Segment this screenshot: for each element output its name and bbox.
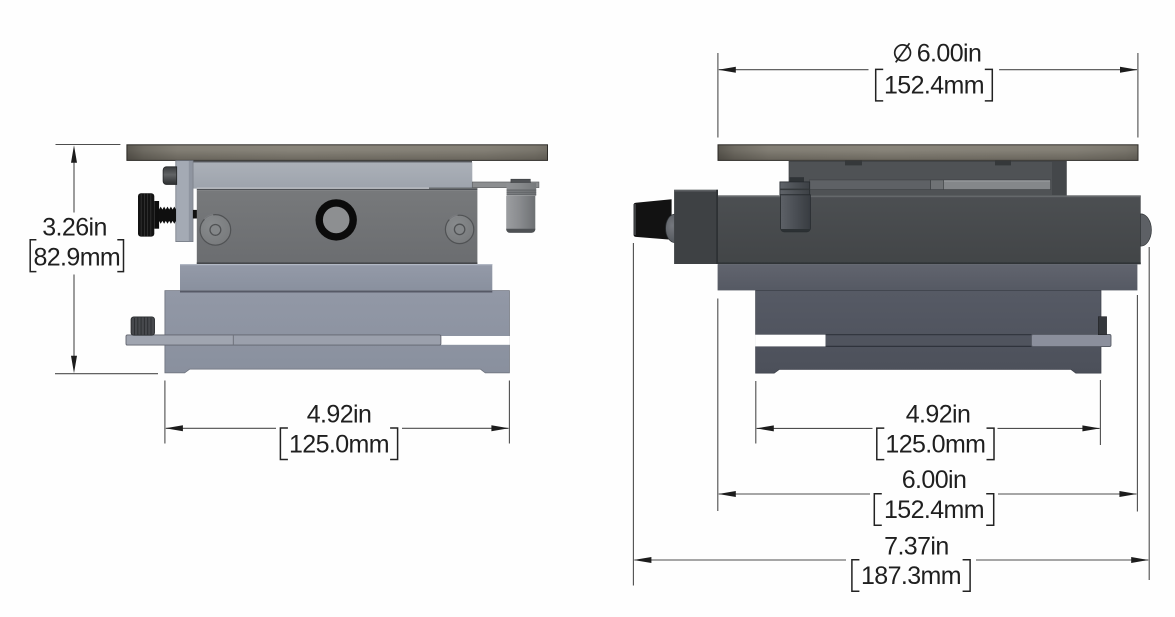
svg-text:3.26in: 3.26in [42, 214, 107, 242]
svg-text:6.00in: 6.00in [917, 40, 982, 68]
svg-text:152.4mm: 152.4mm [884, 71, 984, 99]
svg-text:187.3mm: 187.3mm [861, 562, 961, 590]
svg-text:82.9mm: 82.9mm [33, 244, 120, 272]
svg-text:6.00in: 6.00in [902, 466, 967, 494]
svg-text:7.37in: 7.37in [884, 532, 949, 560]
svg-text:125.0mm: 125.0mm [289, 430, 389, 458]
svg-text:152.4mm: 152.4mm [884, 496, 984, 524]
svg-text:4.92in: 4.92in [906, 401, 971, 429]
svg-text:125.0mm: 125.0mm [885, 430, 985, 458]
svg-text:4.92in: 4.92in [307, 401, 372, 429]
